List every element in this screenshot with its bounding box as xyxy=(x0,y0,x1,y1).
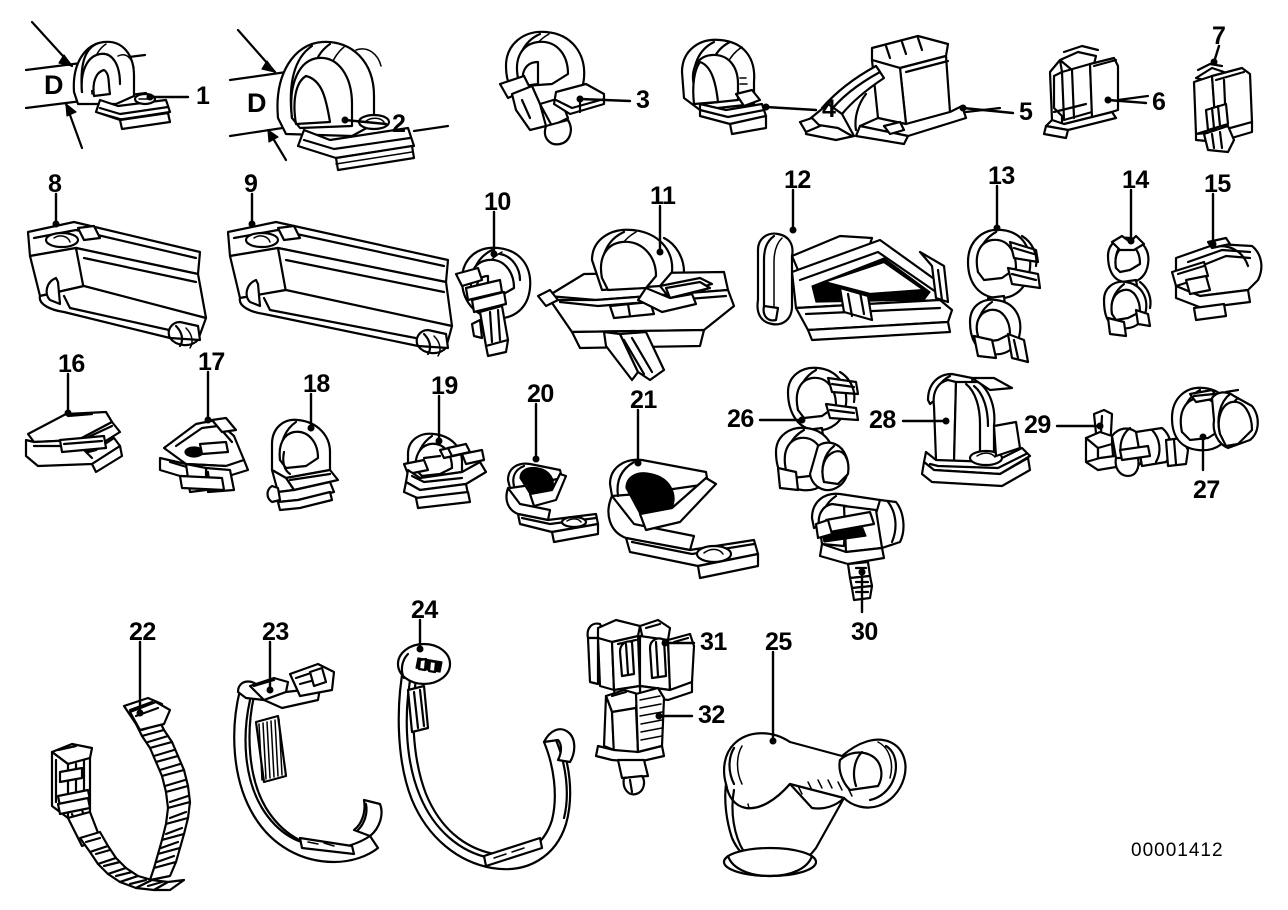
part-27-cable-clip-double-round xyxy=(1170,386,1259,452)
part-14-cable-clip-twin-small xyxy=(1102,234,1152,338)
part-17-cable-clip-flat-wing xyxy=(158,416,250,494)
callout-15[interactable]: 15 xyxy=(1204,170,1231,198)
callout-16[interactable]: 16 xyxy=(58,350,85,378)
callout-9[interactable]: 9 xyxy=(244,170,258,198)
callout-10[interactable]: 10 xyxy=(484,188,511,216)
callout-3[interactable]: 3 xyxy=(636,86,650,114)
callout-26[interactable]: 26 xyxy=(727,405,754,433)
part-26-cable-clip-twin-stack xyxy=(774,366,860,492)
callout-21[interactable]: 21 xyxy=(630,386,657,414)
callout-23[interactable]: 23 xyxy=(262,618,289,646)
part-31-cable-holder-twin-slot xyxy=(586,618,696,702)
part-7-cable-clip-box xyxy=(1192,62,1254,154)
part-30-cable-clip-stud-mount xyxy=(810,492,905,602)
callout-24[interactable]: 24 xyxy=(411,596,438,624)
part-10-cable-clip-rosette xyxy=(454,246,532,358)
callout-32[interactable]: 32 xyxy=(698,701,725,729)
part-32-cable-holder-ribbed-stud xyxy=(594,686,666,796)
part-18-cable-clip-rolled xyxy=(266,418,340,512)
callout-22[interactable]: 22 xyxy=(129,618,156,646)
part-13-cable-clip-double-vertical xyxy=(966,228,1042,364)
part-8-cable-duct-short xyxy=(26,220,208,349)
part-3-cable-clip-round-snap xyxy=(498,30,606,146)
callout-29[interactable]: 29 xyxy=(1024,411,1051,439)
part-21-cable-clamp-p-large xyxy=(607,458,760,580)
callout-25[interactable]: 25 xyxy=(765,628,792,656)
callout-6[interactable]: 6 xyxy=(1152,88,1166,116)
callout-12[interactable]: 12 xyxy=(784,166,811,194)
part-4-cable-clip-saddle xyxy=(680,38,768,136)
part-2-cable-clamp-single-large xyxy=(228,28,450,172)
callout-1[interactable]: 1 xyxy=(196,82,210,110)
callout-4[interactable]: 4 xyxy=(822,95,836,123)
callout-19[interactable]: 19 xyxy=(431,372,458,400)
callout-7[interactable]: 7 xyxy=(1212,22,1226,50)
part-6-cable-bracket-metal xyxy=(1042,44,1150,140)
part-5-cable-holder-wedge xyxy=(798,34,1002,146)
part-11-cable-clip-plate-arch xyxy=(536,228,736,382)
callout-2[interactable]: 2 xyxy=(392,110,406,138)
part-15-cable-clip-flat-spring xyxy=(1170,236,1263,322)
dimension-label-D-part1: D xyxy=(44,70,64,100)
callout-28[interactable]: 28 xyxy=(869,406,896,434)
part-25-rubber-grommet-boot xyxy=(722,732,907,878)
part-22-cable-strap-ladder xyxy=(50,696,192,892)
callout-31[interactable]: 31 xyxy=(700,628,727,656)
dimension-label-D-part2: D xyxy=(247,88,267,118)
callout-8[interactable]: 8 xyxy=(48,170,62,198)
part-24-cable-tie-loop xyxy=(396,642,576,871)
part-1-cable-clamp-single-small xyxy=(24,20,172,150)
part-29-cable-clip-pin-mount xyxy=(1084,408,1190,478)
part-12-cable-channel-holder xyxy=(756,232,954,342)
part-16-cable-clip-flat-low xyxy=(24,410,124,474)
callout-20[interactable]: 20 xyxy=(527,380,554,408)
callout-17[interactable]: 17 xyxy=(198,348,225,376)
callout-13[interactable]: 13 xyxy=(988,162,1015,190)
part-28-cable-clamp-footed-bracket xyxy=(920,372,1032,488)
callout-30[interactable]: 30 xyxy=(851,618,878,646)
callout-27[interactable]: 27 xyxy=(1193,476,1220,504)
callout-5[interactable]: 5 xyxy=(1019,98,1033,126)
part-23-hose-clamp-toothed xyxy=(233,662,383,864)
part-9-cable-duct-long xyxy=(226,220,454,357)
part-19-cable-clip-spring-plate xyxy=(402,432,488,510)
callout-11[interactable]: 11 xyxy=(650,182,676,210)
part-20-cable-clamp-p-small xyxy=(505,462,600,544)
callout-18[interactable]: 18 xyxy=(303,370,330,398)
callout-14[interactable]: 14 xyxy=(1122,166,1149,194)
diagram-id-label: 00001412 xyxy=(1131,840,1224,861)
